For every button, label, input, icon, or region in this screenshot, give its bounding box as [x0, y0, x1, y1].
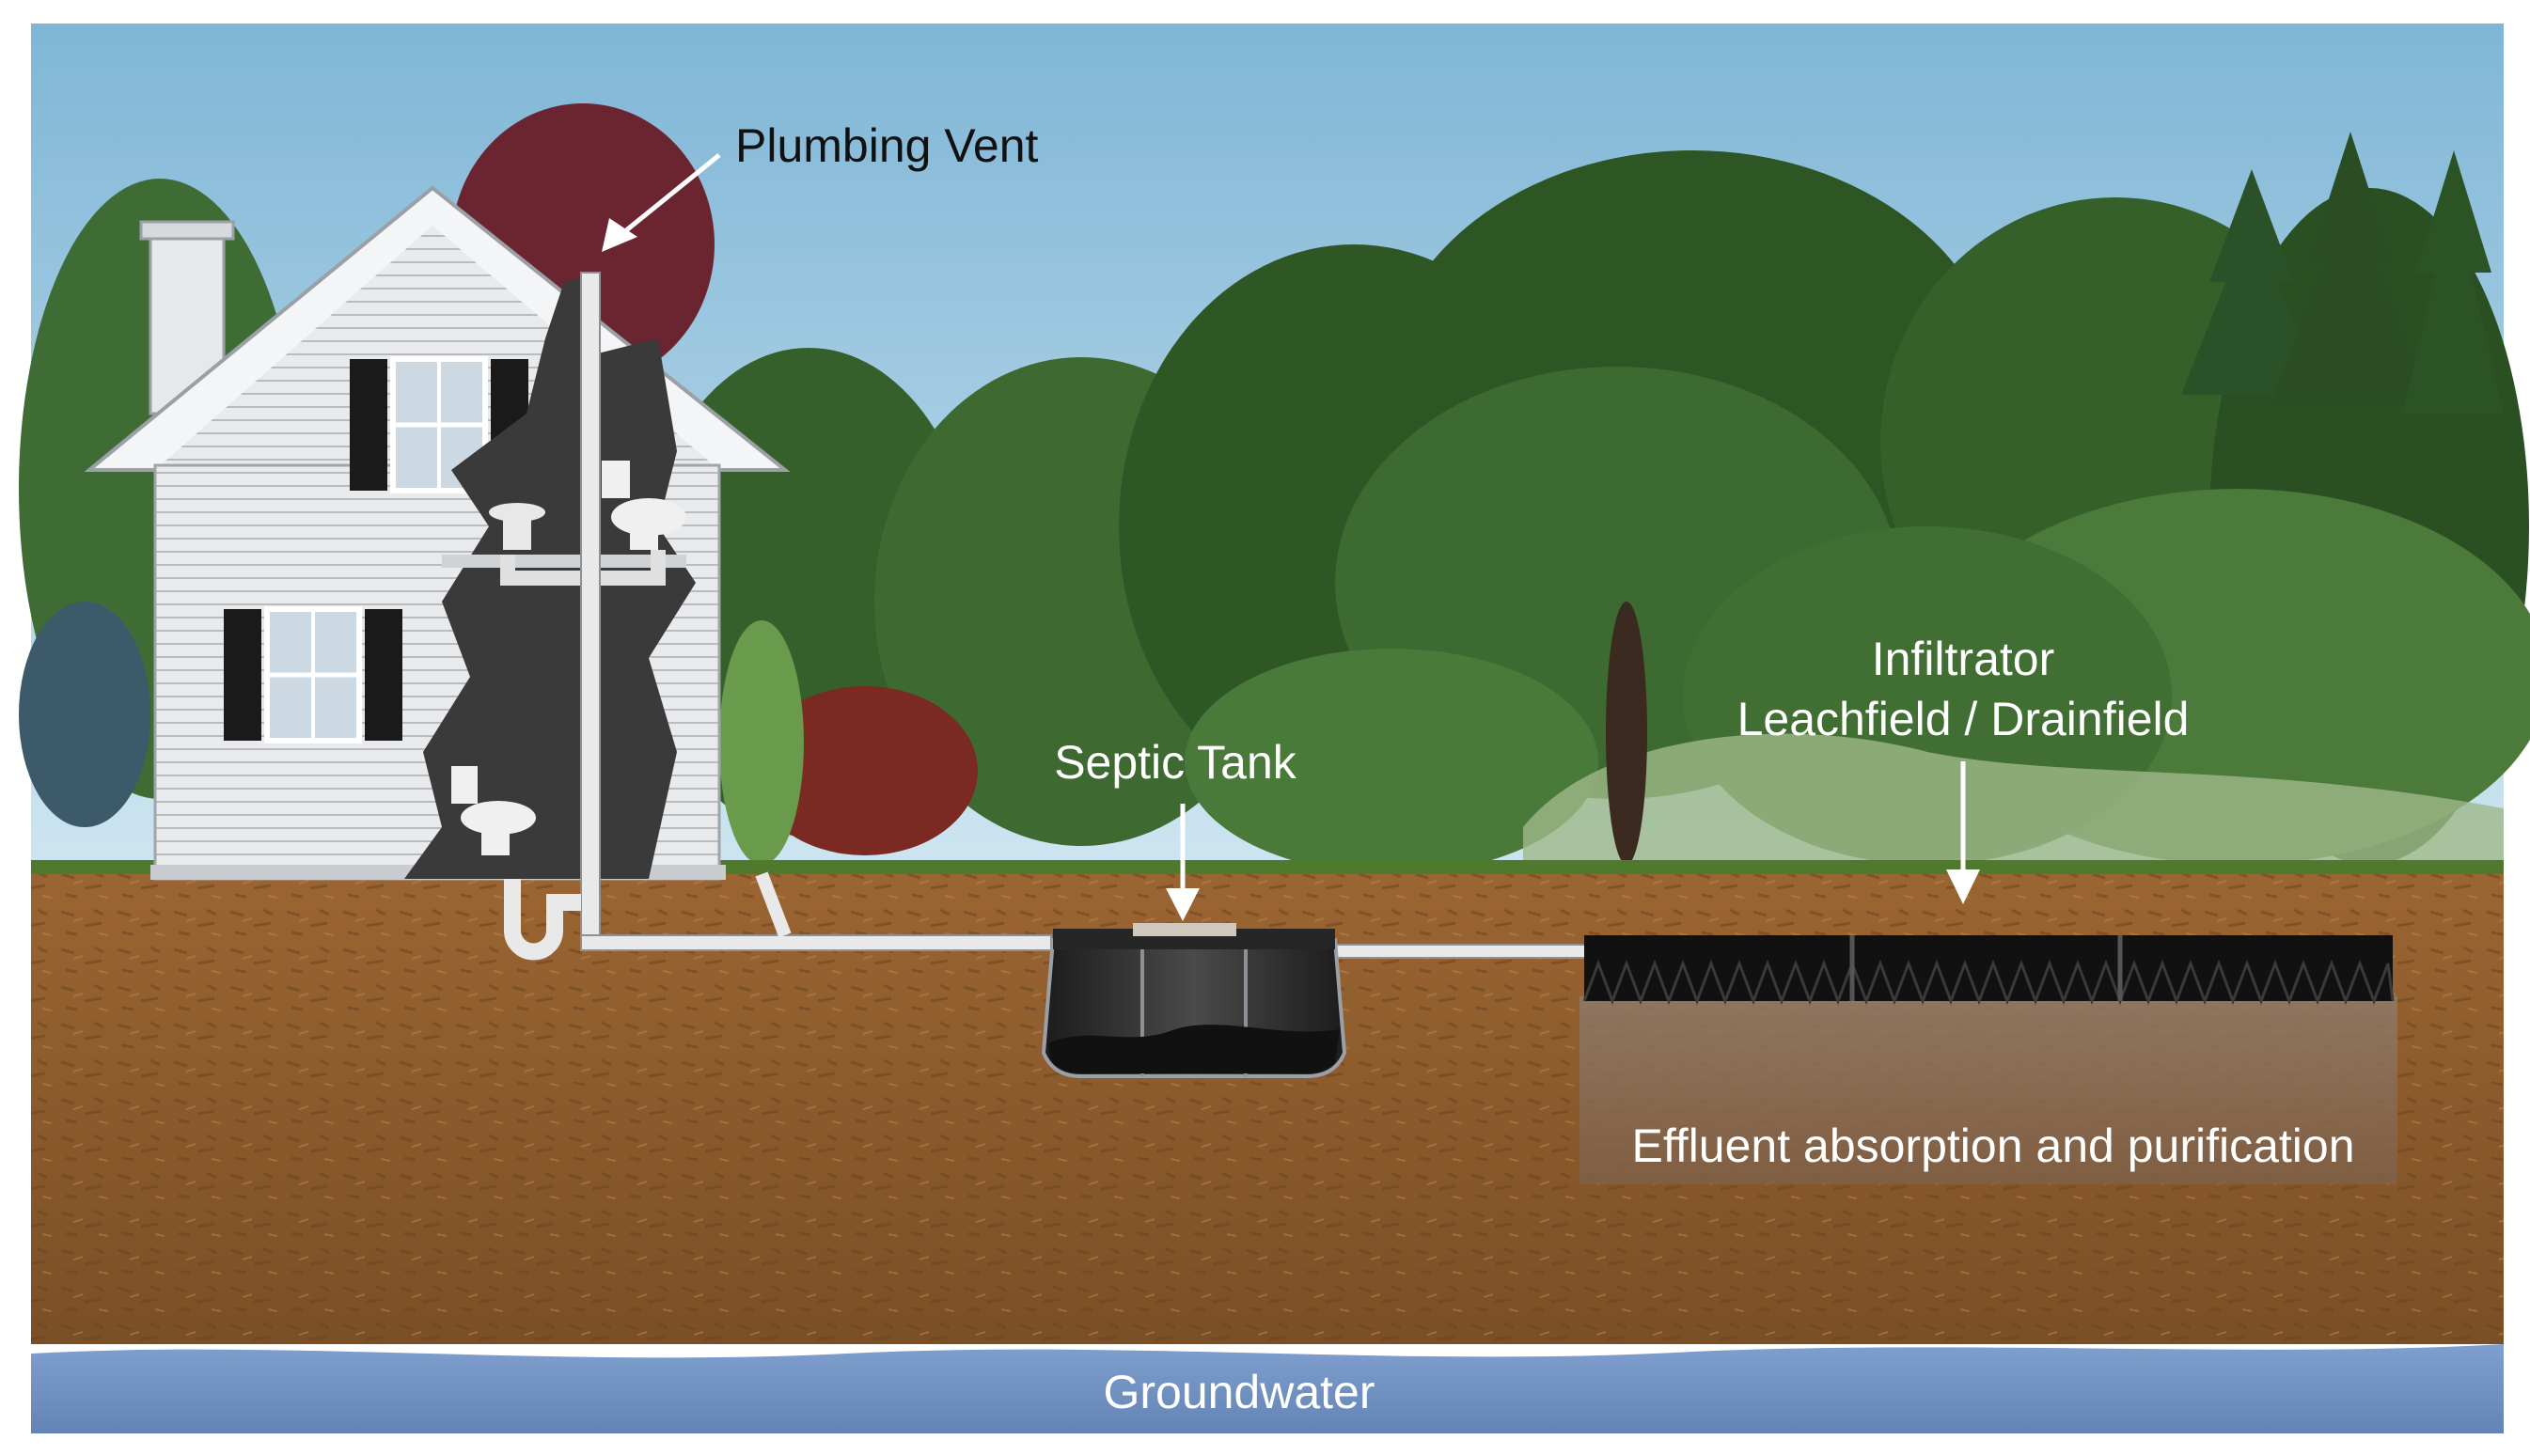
absorption-zone — [1579, 996, 2397, 1184]
tank-to-field-pipe — [1334, 944, 1590, 959]
callout-arrows — [602, 153, 1980, 921]
sewer-line — [580, 934, 1052, 951]
upper-toilet — [602, 461, 630, 498]
label-plumbing-vent: Plumbing Vent — [735, 119, 1039, 172]
vent-stack — [580, 272, 601, 950]
label-groundwater: Groundwater — [1103, 1366, 1375, 1418]
label-effluent-absorption: Effluent absorption and purification — [1631, 1119, 2354, 1172]
chamber-row — [1584, 935, 2393, 1001]
interior-floor — [442, 555, 686, 568]
leachfield — [1579, 935, 2397, 1184]
lower-window-shutter-left — [224, 609, 261, 741]
septic-tank — [1041, 923, 1347, 1078]
groundwater-layer — [31, 1344, 2504, 1433]
tank-sludge — [1048, 1025, 1340, 1073]
house — [84, 185, 791, 881]
background-trees — [19, 103, 2530, 874]
label-septic-tank: Septic Tank — [1054, 736, 1297, 789]
tank-lid — [1133, 923, 1236, 936]
lower-window-shutter-right — [365, 609, 402, 741]
upper-window-shutter-left — [350, 359, 387, 491]
label-infiltrator: Infiltrator — [1872, 633, 2055, 685]
plumbing-vent-arrow — [619, 153, 721, 237]
label-leachfield-drainfield: Leachfield / Drainfield — [1737, 693, 2190, 745]
lower-toilet — [451, 766, 478, 804]
